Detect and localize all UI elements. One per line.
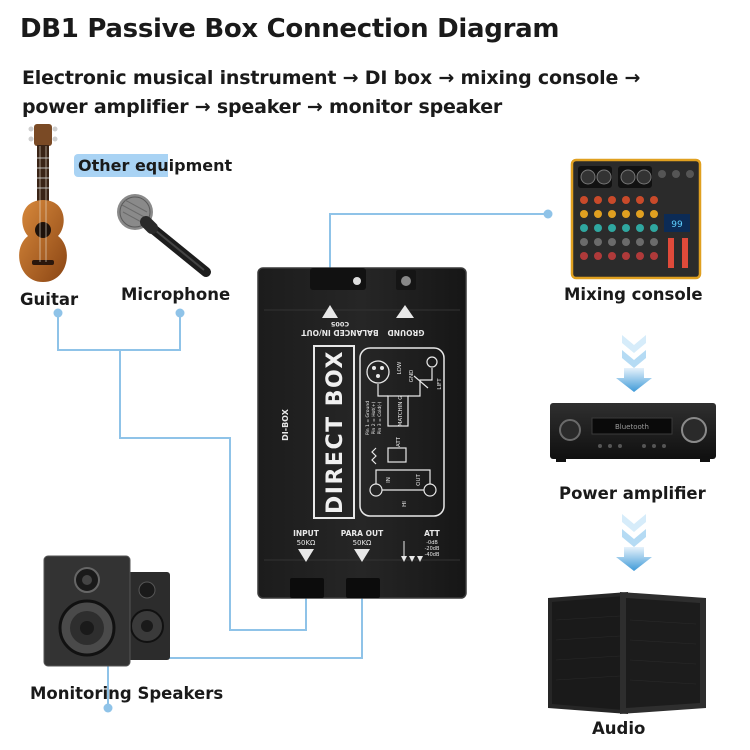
monitoring-speakers-label: Monitoring Speakers: [30, 684, 224, 703]
di-pin-1: Pin 1 = Ground: [365, 401, 371, 435]
mixing-console-label: Mixing console: [564, 285, 703, 304]
audio-label: Audio: [592, 719, 646, 738]
di-in-label: IN: [386, 477, 392, 483]
di-att-label: ATT: [424, 529, 441, 538]
di-main-label: DIRECT BOX: [323, 350, 348, 514]
power-amplifier-image: Bluetooth: [550, 403, 716, 462]
di-input-label: INPUT: [293, 529, 320, 538]
di-pin-2: Pin 2 = Hot(+): [371, 401, 377, 434]
guitar-image: [19, 124, 67, 282]
subtitle-line-2: power amplifier → speaker → monitor spea…: [22, 96, 503, 118]
di-out-label: OUT: [416, 474, 422, 486]
di-input-impedance: 50KΩ: [297, 539, 316, 547]
direct-box-device: C005 BALANCED IN/OUT GROUND DI-BOX DIREC…: [257, 267, 467, 599]
audio-speakers-image: [548, 592, 706, 714]
di-att-level-2: -40dB: [425, 552, 440, 558]
console-screen-text: 99: [671, 220, 683, 230]
di-lift-label: LIFT: [437, 378, 443, 390]
line-paraout-to-monitors: [107, 596, 363, 708]
microphone-label: Microphone: [121, 285, 231, 304]
di-ground-label: GROUND: [388, 328, 425, 337]
di-att-small-label: ATT: [396, 436, 402, 447]
line-box-to-console: [329, 213, 548, 288]
di-att-level-0: -0dB: [426, 540, 438, 546]
di-balanced-label: BALANCED IN/OUT: [300, 328, 378, 337]
dot-monitors: [103, 703, 113, 713]
arrow-console-to-amp: [616, 335, 652, 392]
monitoring-speakers-image: [43, 555, 170, 667]
mixing-console-image: 99: [570, 158, 702, 280]
di-gnd-label: GND: [409, 370, 415, 383]
connection-lines: [57, 213, 548, 708]
subtitle-line-1: Electronic musical instrument → DI box →…: [22, 67, 641, 89]
other-equipment-label: Other equipment: [74, 154, 237, 177]
di-pin-3: Pin 3 = Cold(-): [377, 401, 383, 434]
di-hi-label: HI: [402, 501, 408, 507]
line-mic-join: [120, 313, 181, 351]
di-matching-label: MATCHIN G: [398, 396, 404, 427]
di-paraout-label: PARA OUT: [341, 529, 384, 538]
arrow-amp-to-audio: [616, 514, 652, 571]
di-paraout-impedance: 50KΩ: [353, 539, 372, 547]
amp-display-text: Bluetooth: [615, 423, 649, 431]
dot-guitar: [53, 308, 63, 318]
power-amplifier-label: Power amplifier: [559, 484, 706, 503]
microphone-image: [117, 194, 211, 277]
dot-microphone: [175, 308, 185, 318]
di-low-label: LOW: [397, 361, 403, 374]
di-model-label: DI-BOX: [281, 408, 290, 441]
di-att-level-1: -20dB: [425, 546, 440, 552]
page-title: DB1 Passive Box Connection Diagram: [20, 14, 560, 44]
line-guitar-mic-to-input: [57, 313, 307, 631]
di-c-code: C005: [330, 320, 349, 328]
guitar-label: Guitar: [20, 290, 79, 309]
dot-console: [543, 209, 553, 219]
